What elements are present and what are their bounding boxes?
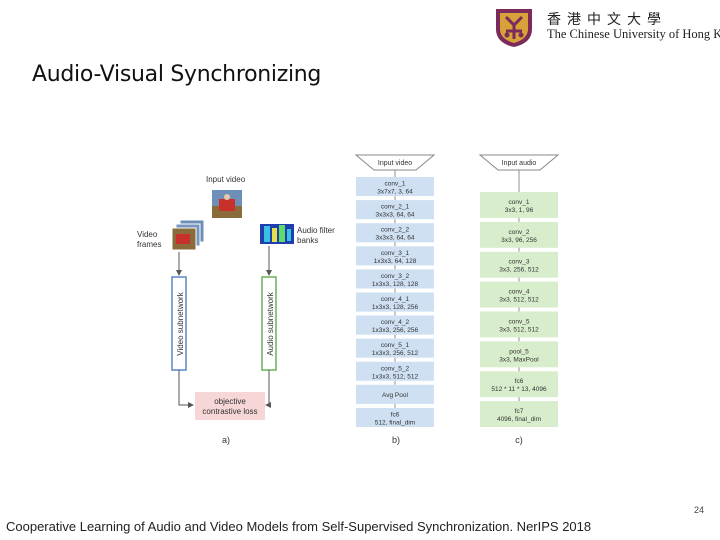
video-frames-label-1: Video xyxy=(137,230,158,239)
audio-layer-block-name: pool_5 xyxy=(509,348,529,355)
video-layer-block xyxy=(356,200,434,220)
video-layer-block-name: fc6 xyxy=(391,412,400,419)
audio-layer-block-params: 3x3, 96, 256 xyxy=(501,237,537,244)
video-layer-block xyxy=(356,177,434,197)
arrow-audio-to-loss xyxy=(265,370,271,408)
video-layer-block-name: Avg Pool xyxy=(382,392,408,399)
video-layer-block-name: conv_4_1 xyxy=(381,296,410,303)
audio-layer-block xyxy=(480,221,558,248)
audio-layer-block xyxy=(480,401,558,427)
video-layer-block-params: 1x3x3, 128, 256 xyxy=(372,304,419,311)
audio-layer-block xyxy=(480,341,558,368)
video-subnetwork-label: Video subnetwork xyxy=(176,291,185,355)
video-layer-block-name: conv_2_2 xyxy=(381,227,410,234)
audio-layer-block-name: conv_2 xyxy=(509,229,530,236)
audio-layer-block xyxy=(480,311,558,338)
audio-input-funnel xyxy=(478,154,560,171)
video-layer-block-params: 3x3x3, 64, 64 xyxy=(375,212,414,219)
video-layer-block-params: 3x3x3, 64, 64 xyxy=(375,235,414,242)
audio-layer-block-name: conv_1 xyxy=(509,199,530,206)
video-layer-block xyxy=(356,338,434,358)
video-layer-block-name: conv_5_2 xyxy=(381,365,410,372)
university-name-english: The Chinese University of Hong Kong xyxy=(547,27,720,41)
audio-layer-block-params: 4096, final_dim xyxy=(497,416,541,423)
video-layer-block-name: conv_1 xyxy=(385,181,406,188)
video-frames-thumbnail xyxy=(171,219,205,251)
video-frames-label-2: frames xyxy=(137,240,161,249)
objective-label-2: contrastive loss xyxy=(202,407,257,416)
video-layer-block-params: 1x3x3, 256, 512 xyxy=(372,350,419,357)
video-layer-block xyxy=(356,269,434,289)
video-layer-block-name: conv_3_2 xyxy=(381,273,410,280)
university-name-chinese: 香港中文大學 xyxy=(547,12,667,28)
video-layer-block-params: 1x3x3, 64, 128 xyxy=(374,258,417,265)
audio-layer-block-params: 3x3, 512, 512 xyxy=(499,297,539,304)
video-layer-block-params: 1x3x3, 256, 256 xyxy=(372,327,419,334)
audio-layer-block-params: 3x3, 256, 512 xyxy=(499,267,539,274)
panel-b-caption: b) xyxy=(392,435,400,445)
audio-layer-block xyxy=(480,371,558,398)
input-video-thumbnail xyxy=(212,190,242,218)
panel-a-caption: a) xyxy=(222,435,230,445)
audio-layer-block-name: fc6 xyxy=(515,378,524,385)
audio-subnetwork-label: Audio subnetwork xyxy=(266,291,275,356)
audio-layer-block xyxy=(480,281,558,308)
arrow-video-to-loss xyxy=(178,370,194,408)
objective-label-1: objective xyxy=(214,397,246,406)
video-layer-block-params: 1x3x3, 512, 512 xyxy=(372,373,419,380)
audio-layer-block xyxy=(480,192,558,218)
video-layer-block xyxy=(356,246,434,266)
audio-filter-label-2: banks xyxy=(297,236,318,245)
video-layer-block xyxy=(356,223,434,243)
video-layer-block xyxy=(356,315,434,335)
video-layer-block-params: 512, final_dim xyxy=(375,420,415,427)
video-layer-block xyxy=(356,407,434,427)
video-input-header: Input video xyxy=(378,160,412,167)
audio-layer-block-name: conv_3 xyxy=(509,259,530,266)
audio-layer-block xyxy=(480,251,558,278)
input-video-label: Input video xyxy=(206,175,246,184)
video-layer-block xyxy=(356,292,434,312)
audio-layer-block-params: 512 * 11 * 13, 4096 xyxy=(491,386,547,393)
page-number: 24 xyxy=(693,505,704,515)
audio-filter-banks-thumbnail xyxy=(260,224,294,244)
video-layer-block xyxy=(356,361,434,381)
video-layer-block-name: conv_4_2 xyxy=(381,319,410,326)
video-input-funnel xyxy=(354,154,436,171)
video-layer-block-name: conv_3_1 xyxy=(381,250,410,257)
video-layer-block-params: 1x3x3, 128, 128 xyxy=(372,281,419,288)
audio-layer-block-params: 3x3, MaxPool xyxy=(499,356,539,363)
video-layer-block-name: conv_2_1 xyxy=(381,204,410,211)
citation-footer: Cooperative Learning of Audio and Video … xyxy=(6,519,592,534)
cuhk-crest-logo xyxy=(496,9,532,47)
video-layer-block xyxy=(356,384,434,404)
audio-layer-block-name: fc7 xyxy=(515,408,524,415)
audio-layer-block-params: 3x3, 1, 96 xyxy=(505,207,534,214)
objective-box xyxy=(195,392,265,420)
slide-title: Audio-Visual Synchronizing xyxy=(32,62,322,87)
audio-filter-label-1: Audio filter xyxy=(297,226,335,235)
video-layer-block-name: conv_5_1 xyxy=(381,342,410,349)
audio-input-header: Input audio xyxy=(502,160,537,167)
panel-c-caption: c) xyxy=(515,435,523,445)
audio-layer-block-params: 3x3, 512, 512 xyxy=(499,326,539,333)
audio-layer-block-name: conv_4 xyxy=(509,289,530,296)
video-layer-block-params: 3x7x7, 3, 64 xyxy=(377,189,413,196)
audio-layer-block-name: conv_5 xyxy=(509,318,530,325)
